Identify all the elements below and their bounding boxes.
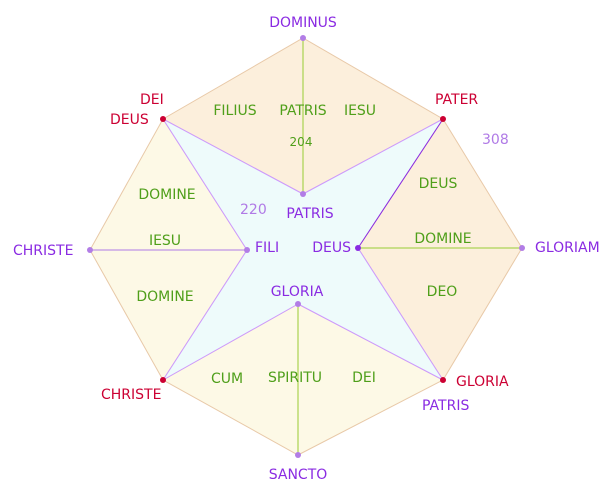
label-dei: DEI [140, 92, 164, 108]
dot-christe-sw [160, 377, 166, 383]
label-dominus: DOMINUS [269, 15, 337, 31]
central-star [163, 119, 443, 380]
label-gloria-center: GLORIA [271, 284, 324, 300]
label-pater: PATER [435, 92, 478, 108]
dot-fili [244, 247, 250, 253]
dot-sancto [295, 452, 301, 458]
label-patris-se: PATRIS [422, 398, 469, 414]
label-308: 308 [482, 132, 509, 148]
label-gloria-se: GLORIA [456, 374, 509, 390]
dot-gloria-se [440, 377, 446, 383]
dot-christe-w [87, 247, 93, 253]
label-domine-left-lower: DOMINE [136, 289, 193, 305]
label-spiritu: SPIRITU [268, 370, 322, 386]
dot-gloria-center [295, 301, 301, 307]
label-filius: FILIUS [213, 103, 256, 119]
label-fili: FILI [255, 240, 279, 256]
label-cum: CUM [211, 371, 243, 387]
label-gloriam: GLORIAM [535, 240, 600, 256]
label-deo: DEO [427, 284, 458, 300]
label-patris-center: PATRIS [286, 206, 333, 222]
label-deus-right: DEUS [419, 176, 458, 192]
dot-dei-deus [160, 116, 166, 122]
label-deus-nw: DEUS [110, 112, 149, 128]
label-220: 220 [240, 202, 267, 218]
star-outline [162, 118, 444, 381]
dot-patris-center [300, 191, 306, 197]
label-christe-sw: CHRISTE [101, 387, 161, 403]
green-lines [297, 38, 522, 455]
label-iesu-top: IESU [344, 103, 376, 119]
dot-gloriam [519, 245, 525, 251]
label-iesu-left: IESU [149, 233, 181, 249]
label-domine-right: DOMINE [414, 231, 471, 247]
label-domine-left-upper: DOMINE [138, 187, 195, 203]
label-patris-top: PATRIS [279, 103, 326, 119]
label-sancto: SANCTO [269, 467, 328, 483]
dot-dominus [300, 35, 306, 41]
label-dei-bottom: DEI [352, 370, 376, 386]
dot-pater [440, 116, 446, 122]
label-deus-center: DEUS [312, 240, 351, 256]
label-204: 204 [290, 135, 313, 149]
dot-deus-center [355, 245, 361, 251]
label-christe-w: CHRISTE [13, 243, 73, 259]
